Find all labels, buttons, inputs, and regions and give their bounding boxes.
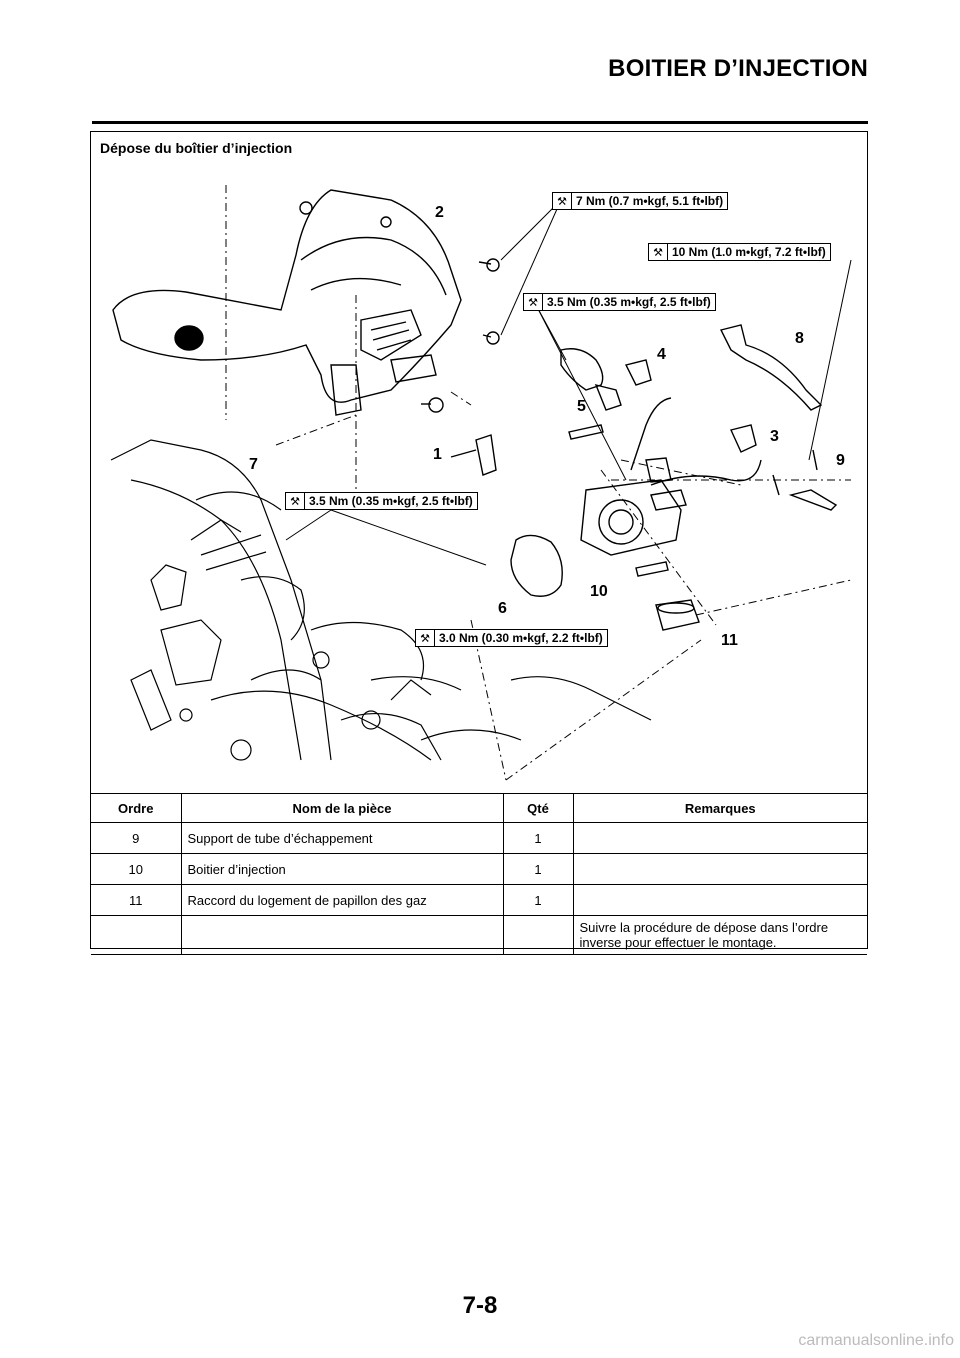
table-row: 10 Boitier d’injection 1 xyxy=(91,853,867,885)
wrench-icon: ⚒ xyxy=(416,630,435,646)
cell-remarks: Suivre la procédure de dépose dans l’ord… xyxy=(573,915,867,955)
joint-11 xyxy=(655,599,700,631)
wrench-icon: ⚒ xyxy=(286,493,305,509)
exploded-diagram xyxy=(110,185,852,781)
column-header-name: Nom de la pièce xyxy=(181,793,504,823)
cell-remarks xyxy=(573,884,867,916)
column-header-qty: Qté xyxy=(503,793,574,823)
callout-number: 1 xyxy=(433,446,442,463)
cell-remarks xyxy=(573,822,867,854)
cell-remarks xyxy=(573,853,867,885)
watermark[interactable]: carmanualsonline.info xyxy=(798,1332,954,1349)
callout-number: 2 xyxy=(435,204,444,221)
callout-number: 3 xyxy=(770,428,779,445)
cell-name: Raccord du logement de papillon des gaz xyxy=(181,884,504,916)
callout-number: 11 xyxy=(721,632,738,649)
table-row: Suivre la procédure de dépose dans l’ord… xyxy=(91,915,867,955)
table-header-row: Ordre Nom de la pièce Qté Remarques xyxy=(91,793,867,823)
cell-qty: 1 xyxy=(503,884,574,916)
section-title: Dépose du boîtier d’injection xyxy=(100,140,293,156)
page-number: 7-8 xyxy=(462,1292,498,1319)
torque-spec: ⚒ 3.5 Nm (0.35 m•kgf, 2.5 ft•lbf) xyxy=(523,293,716,311)
column-header-order: Ordre xyxy=(91,793,182,823)
wrench-icon: ⚒ xyxy=(649,244,668,260)
page-title: BOITIER D’INJECTION xyxy=(608,55,868,82)
callout-number: 8 xyxy=(795,330,804,347)
connector-1 xyxy=(475,434,497,476)
torque-spec: ⚒ 7 Nm (0.7 m•kgf, 5.1 ft•lbf) xyxy=(552,192,729,210)
callout-number: 10 xyxy=(590,583,608,600)
cell-qty: 1 xyxy=(503,853,574,885)
wrench-icon: ⚒ xyxy=(524,294,543,310)
cell-order: 11 xyxy=(91,884,182,916)
torque-spec: ⚒ 10 Nm (1.0 m•kgf, 7.2 ft•lbf) xyxy=(648,243,831,261)
cell-order: 9 xyxy=(91,822,182,854)
cell-order xyxy=(91,915,182,955)
throttle-body xyxy=(580,457,687,556)
column-header-remarks: Remarques xyxy=(573,793,867,823)
torque-spec: ⚒ 3.0 Nm (0.30 m•kgf, 2.2 ft•lbf) xyxy=(415,629,608,647)
callout-number: 7 xyxy=(249,456,258,473)
cell-qty xyxy=(503,915,574,955)
cell-order: 10 xyxy=(91,853,182,885)
bolt-icon xyxy=(421,258,500,413)
callout-number: 4 xyxy=(657,346,666,363)
header-rule xyxy=(92,121,868,124)
cell-qty: 1 xyxy=(503,822,574,854)
cover-6 xyxy=(510,534,563,597)
cell-name xyxy=(181,915,504,955)
torque-spec: ⚒ 3.5 Nm (0.35 m•kgf, 2.5 ft•lbf) xyxy=(285,492,478,510)
parts-table: Ordre Nom de la pièce Qté Remarques 9 Su… xyxy=(91,793,867,955)
table-row: 11 Raccord du logement de papillon des g… xyxy=(91,884,867,916)
airbox-housing xyxy=(112,189,462,403)
cell-name: Support de tube d’échappement xyxy=(181,822,504,854)
wrench-icon: ⚒ xyxy=(553,193,572,209)
cell-name: Boitier d’injection xyxy=(181,853,504,885)
callout-number: 9 xyxy=(836,452,845,469)
table-row: 9 Support de tube d’échappement 1 xyxy=(91,822,867,854)
callout-number: 6 xyxy=(498,600,507,617)
callout-number: 5 xyxy=(577,398,586,415)
